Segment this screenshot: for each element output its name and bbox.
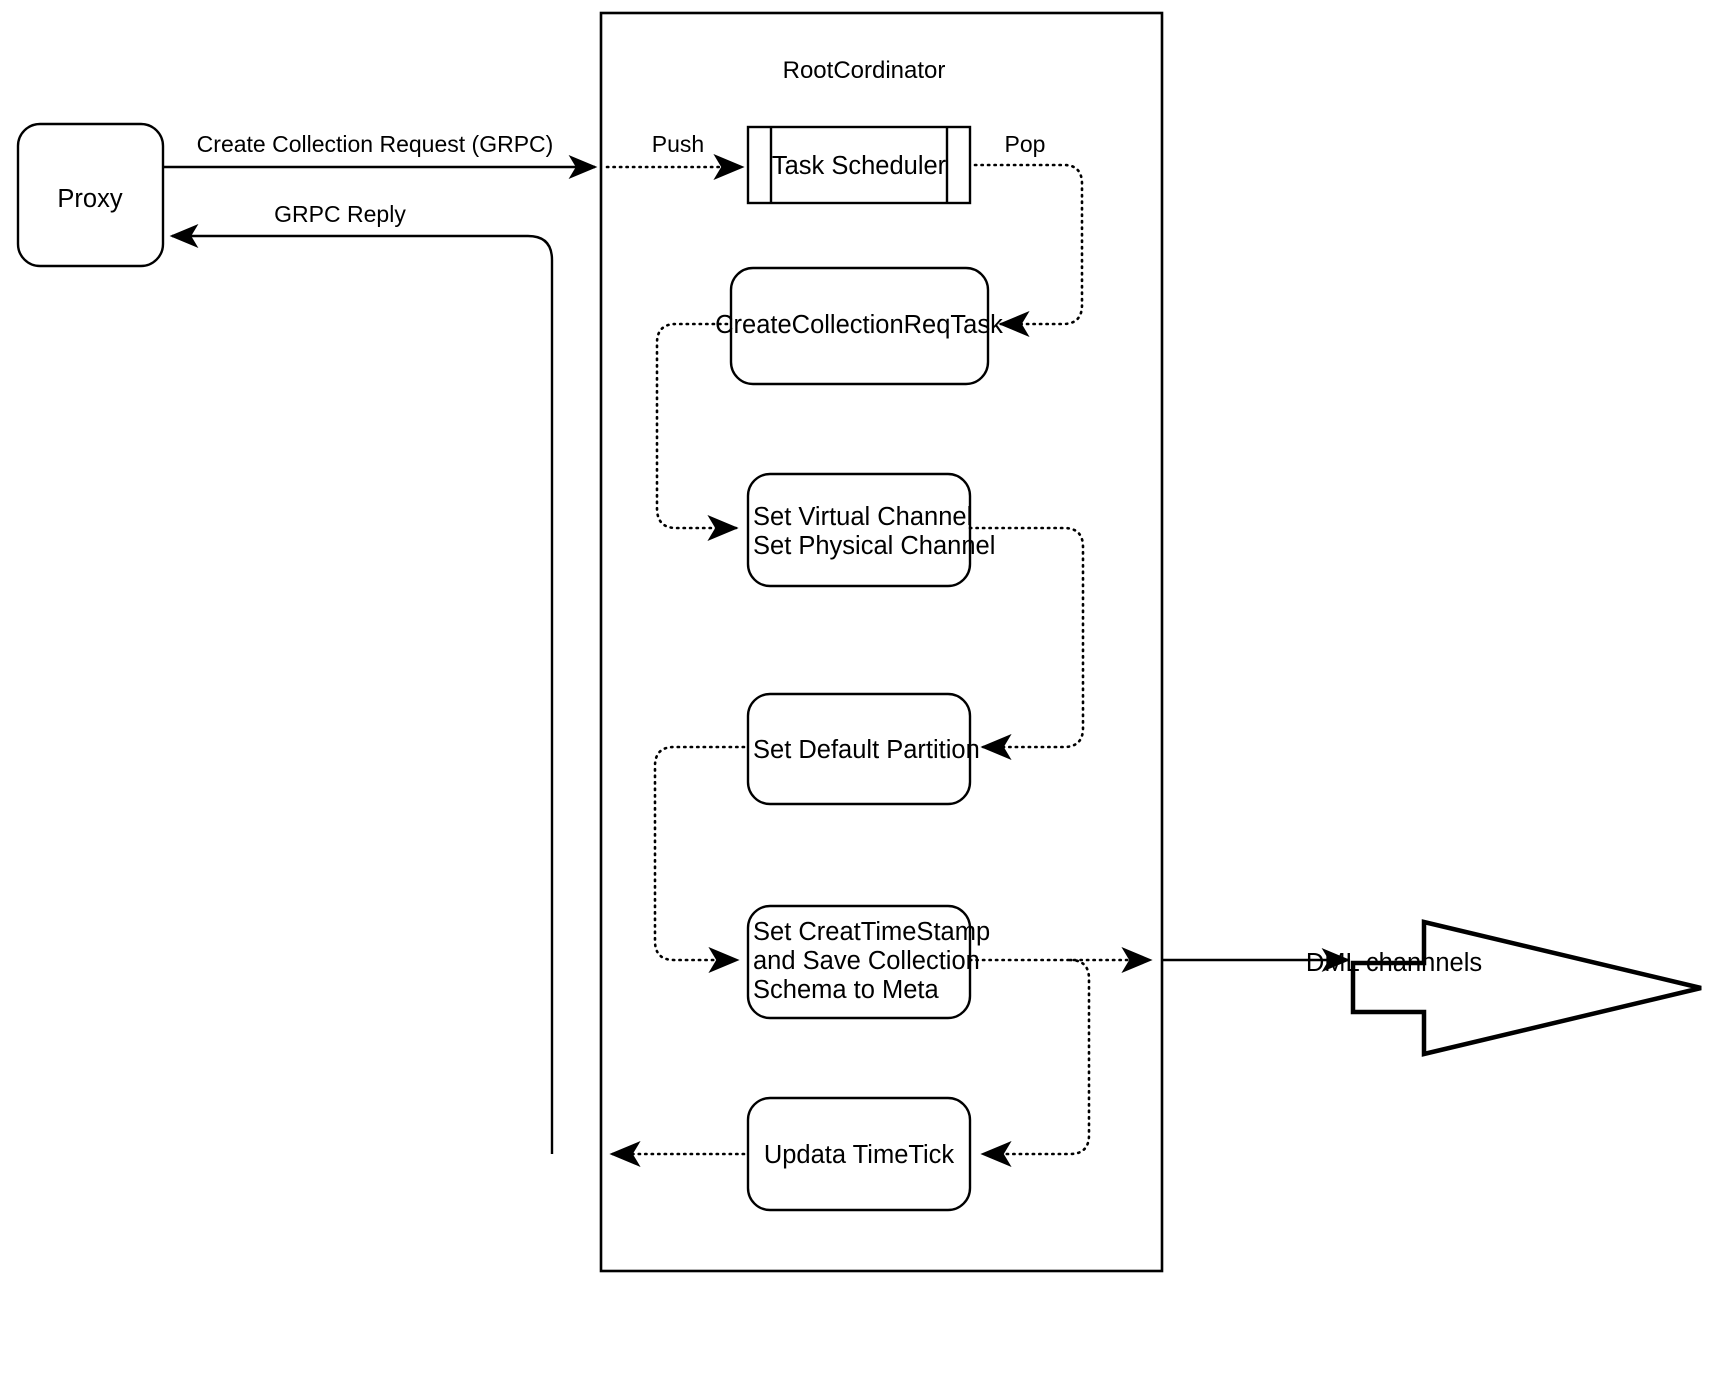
node-set-createtimestamp-label-line2: and Save Collection [753,947,980,975]
node-task-scheduler-label: Task Scheduler [772,152,947,180]
edge-set-channels-to-default-partition [968,526,1085,760]
edge-task-to-set-channels [655,322,739,541]
node-set-channels[interactable] [746,472,972,588]
node-set-createtimestamp-label-line3: Schema to Meta [753,976,939,1004]
edge-createtimestamp-to-updata-timetick [980,958,1091,1167]
edge-grpc-reply [169,224,554,1154]
node-create-collection-req-task-label: CreateCollectionReqTask [715,311,1003,339]
edge-label-grpc-reply: GRPC Reply [274,201,406,227]
edge-label-create-collection-request: Create Collection Request (GRPC) [197,131,554,157]
node-set-channels-label-line2: Set Physical Channel [753,532,995,560]
edge-default-partition-to-createtimestamp [653,745,746,973]
rootcordinator-label: RootCordinator [783,57,946,84]
node-dml-channels-label: DML channnels [1306,949,1482,977]
node-task-scheduler[interactable] [746,125,972,205]
node-dml-channels[interactable] [1350,919,1702,1057]
node-proxy-label: Proxy [57,185,122,213]
node-updata-timetick[interactable] [746,1096,972,1212]
node-create-collection-req-task[interactable] [729,266,990,386]
node-set-createtimestamp[interactable] [746,904,972,1020]
node-set-default-partition-label: Set Default Partition [753,736,980,764]
rootcordinator-container [599,11,1164,1273]
edge-label-pop: Pop [1005,131,1046,157]
node-proxy[interactable] [16,122,165,268]
node-updata-timetick-label: Updata TimeTick [764,1141,955,1169]
node-set-createtimestamp-label-line1: Set CreatTimeStamp [753,918,990,946]
node-set-channels-label-line1: Set Virtual Channel [753,503,972,531]
node-set-default-partition[interactable] [746,692,972,806]
edge-label-push: Push [652,131,704,157]
edge-pop [973,163,1084,337]
